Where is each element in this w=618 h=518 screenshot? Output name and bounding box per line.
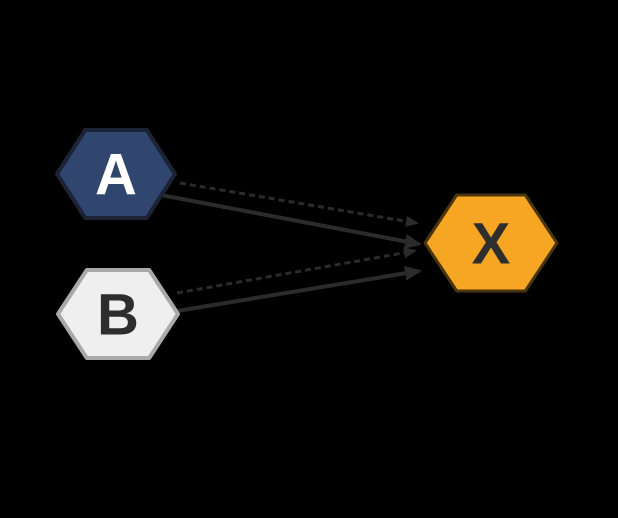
edge-b-to-x-dashed	[176, 247, 417, 295]
node-x: X	[423, 193, 559, 293]
hexagon-shape-b	[56, 268, 180, 360]
edge-a-to-x-solid	[160, 193, 422, 249]
node-label-a: A	[95, 143, 137, 208]
edge-b-to-x-solid	[170, 265, 422, 314]
node-label-b: B	[97, 283, 139, 348]
edge-a-to-x-dashed	[179, 181, 419, 227]
node-a: A	[55, 128, 177, 220]
node-b: B	[56, 268, 180, 360]
hexagon-shape-a	[55, 128, 177, 220]
hexagon-shape-x	[423, 193, 559, 293]
node-label-x: X	[472, 212, 511, 277]
